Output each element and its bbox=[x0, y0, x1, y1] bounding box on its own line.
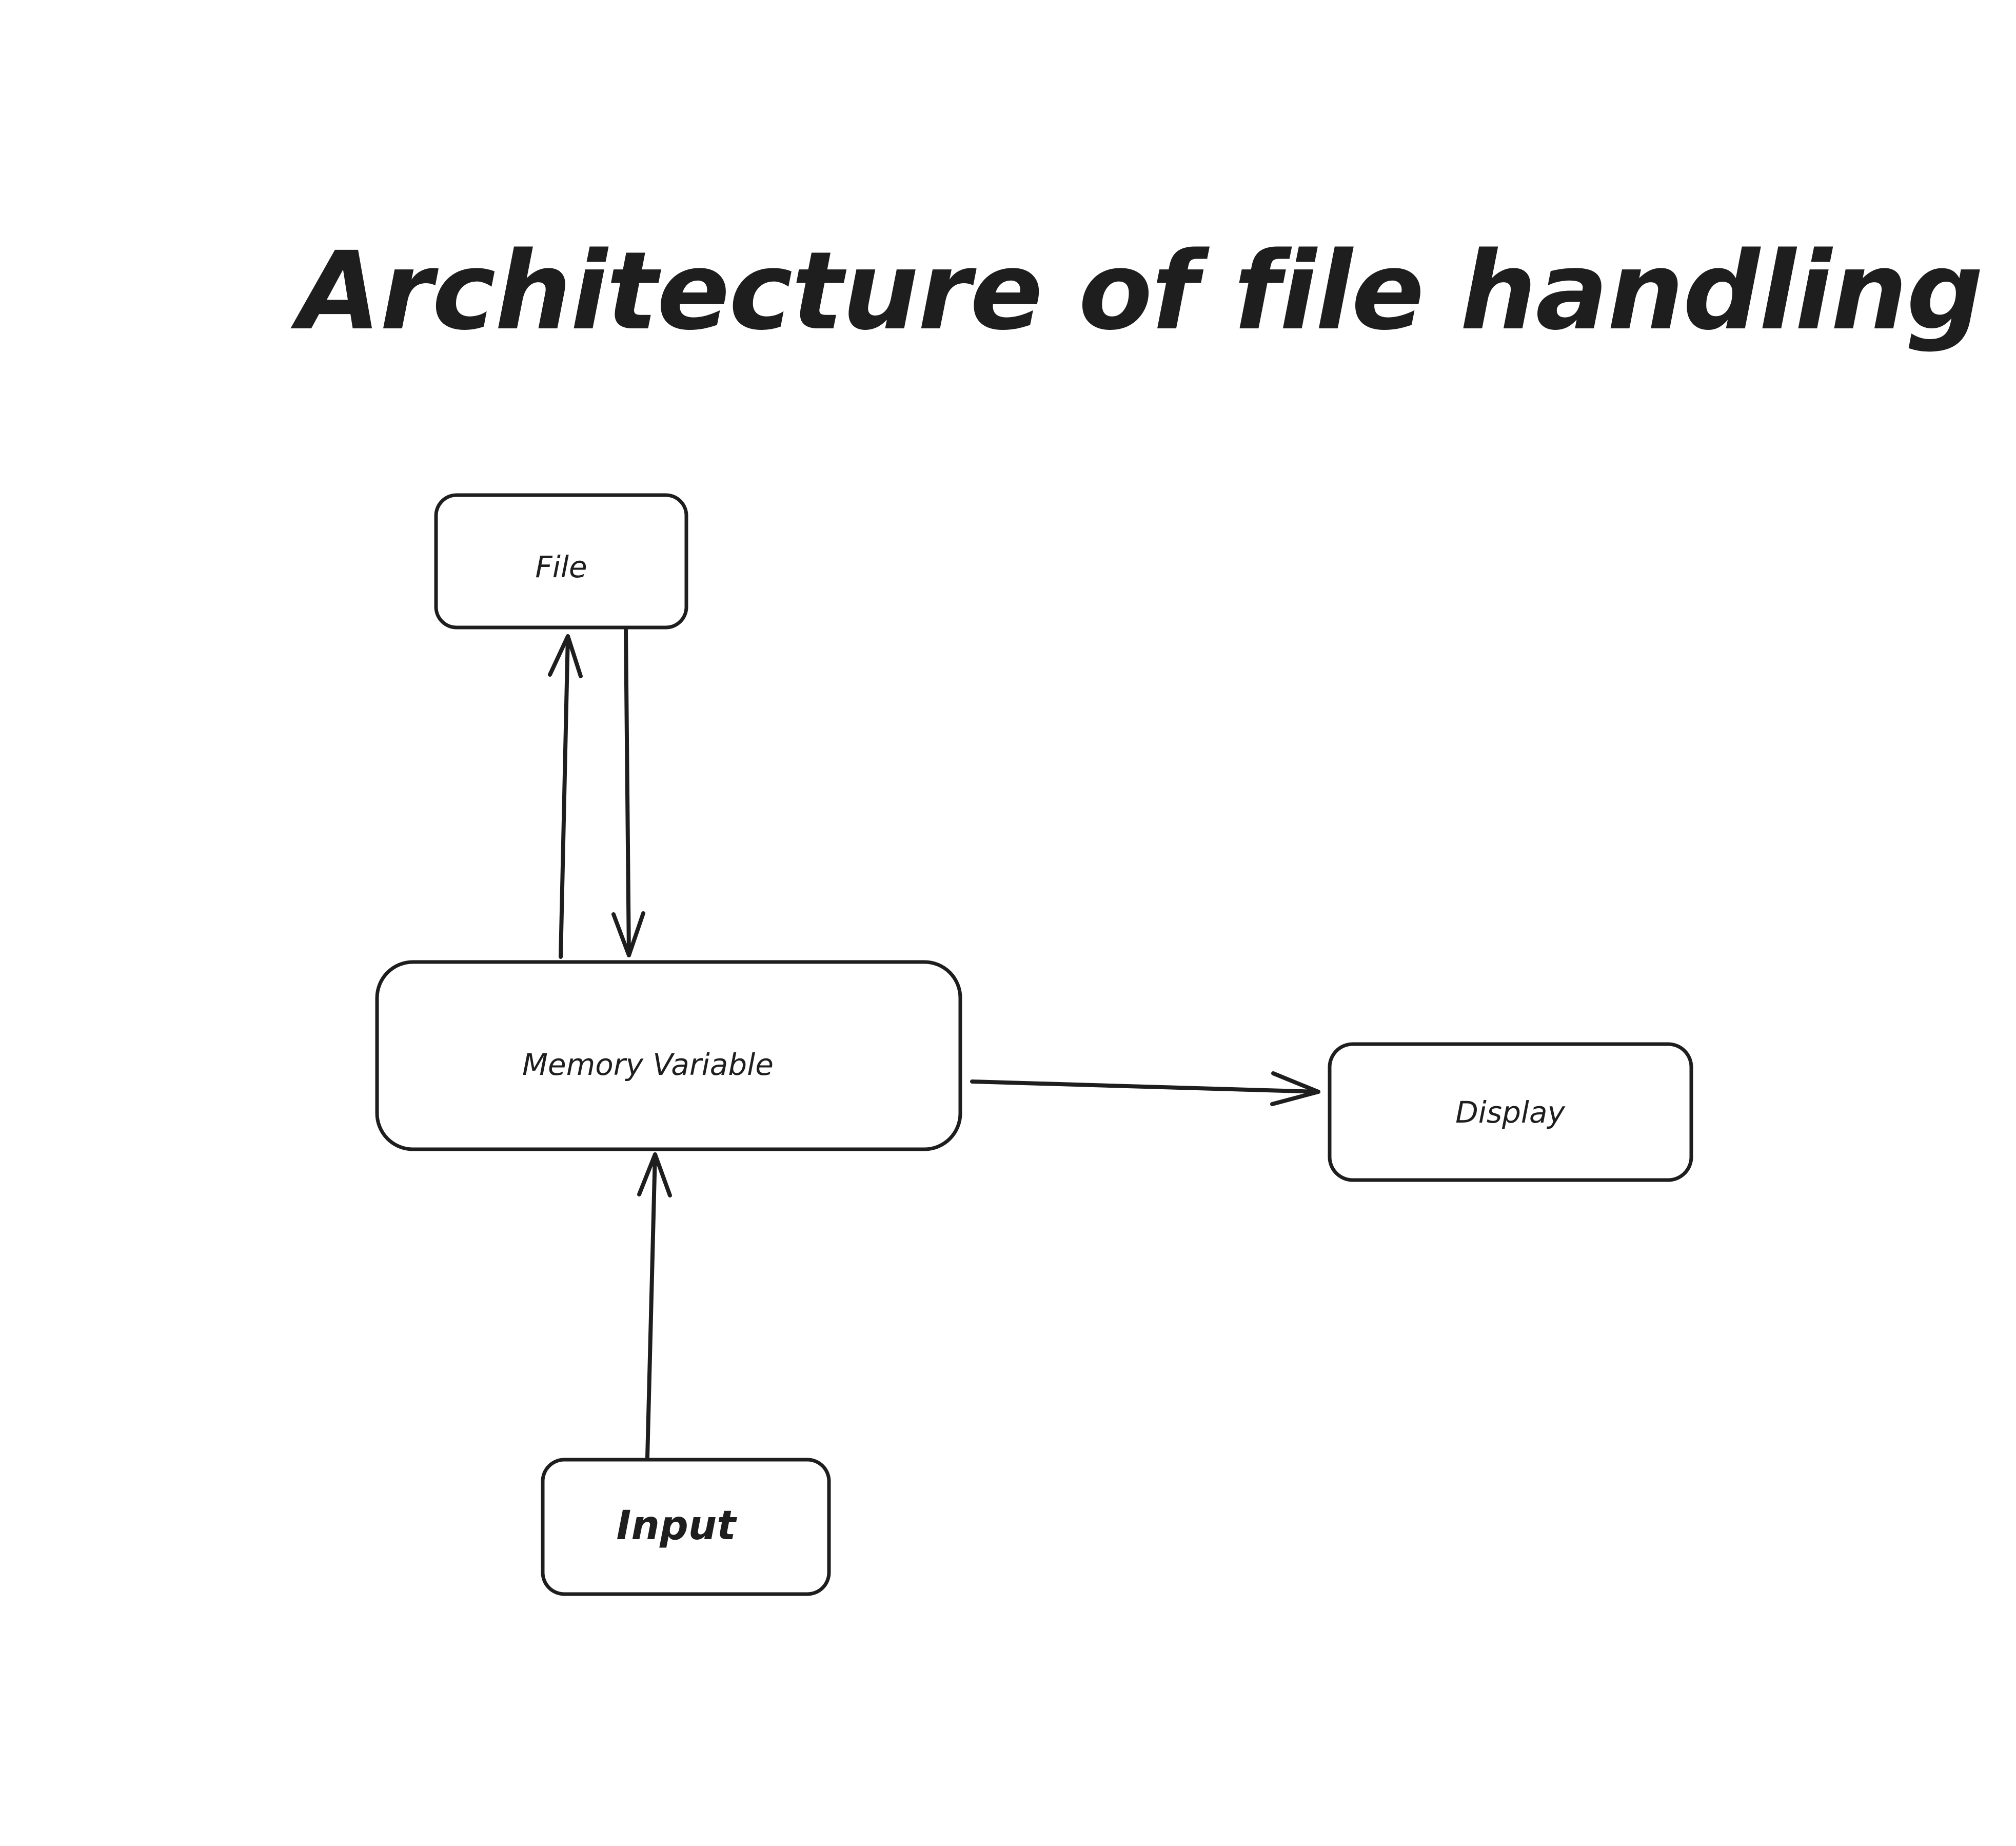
edge-memory-to-file-arrowhead bbox=[548, 634, 583, 678]
node-memory-variable-box bbox=[375, 960, 962, 1151]
edge-memory-to-display-arrowhead bbox=[1270, 1071, 1320, 1106]
node-display-label: Display bbox=[1455, 1095, 1565, 1130]
node-file-label: File bbox=[535, 549, 587, 584]
edge-file-to-memory-arrowhead bbox=[611, 911, 645, 957]
edge-memory-to-file bbox=[548, 634, 583, 959]
node-input-box bbox=[541, 1458, 831, 1596]
edge-memory-to-display bbox=[970, 1071, 1320, 1106]
edge-file-to-memory bbox=[611, 628, 645, 957]
node-memory-variable-label: Memory Variable bbox=[522, 1047, 774, 1082]
node-memory-variable[interactable]: Memory Variable bbox=[375, 960, 962, 1151]
node-display[interactable]: Display bbox=[1328, 1042, 1693, 1182]
node-file-box bbox=[434, 493, 688, 630]
edge-memory-to-file-line bbox=[559, 634, 570, 959]
node-display-box bbox=[1328, 1042, 1693, 1182]
node-file[interactable]: File bbox=[434, 493, 688, 630]
edge-input-to-memory bbox=[637, 1152, 672, 1459]
edge-memory-to-display-line bbox=[970, 1079, 1320, 1094]
node-input-label: Input bbox=[616, 1503, 737, 1549]
edge-file-to-memory-line bbox=[624, 628, 631, 957]
diagram-title: Architecture of file handling bbox=[290, 228, 1983, 354]
edge-input-to-memory-arrowhead bbox=[637, 1152, 672, 1197]
edge-input-to-memory-line bbox=[645, 1152, 657, 1459]
node-input[interactable]: Input bbox=[541, 1458, 831, 1596]
